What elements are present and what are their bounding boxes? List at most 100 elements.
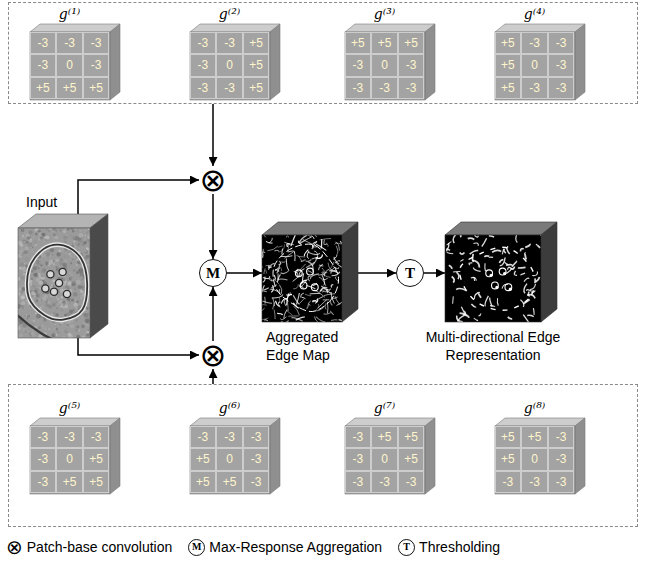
image-texture (262, 235, 342, 322)
face-fill (345, 426, 425, 494)
cube-front-face (30, 32, 110, 100)
kernel-weight: -3 (371, 471, 398, 494)
kernel-weight: +5 (495, 448, 522, 471)
kernel-weight: 0 (56, 448, 83, 471)
cube-front-face (190, 426, 270, 494)
kernel-weight: 0 (371, 54, 398, 77)
kernel-weight: +5 (371, 32, 398, 55)
kernel-weight: +5 (398, 32, 425, 55)
face-outline (495, 426, 575, 494)
kernel-weight: +5 (56, 471, 83, 494)
face-fill (445, 235, 541, 322)
cube-front-face (495, 426, 575, 494)
kernel-weight: -3 (521, 471, 548, 494)
kernel-weight: -3 (243, 471, 270, 494)
kernel-name: g⁽³⁾ (374, 6, 395, 22)
kernel-weight: -3 (345, 426, 372, 449)
kernel-weight: +5 (495, 77, 522, 100)
cube-top-face (190, 24, 280, 32)
kernel-weight: -3 (30, 32, 57, 55)
image-volume: Multi-directional Edge Representation (445, 222, 557, 322)
kernel-cube: g⁽⁵⁾-3-3-3-30+5-3+5+5 (30, 418, 120, 494)
flow-arrow (78, 338, 199, 355)
kernel-grid: -3-3-3-30+5-3+5+5 (30, 426, 110, 494)
kernel-weight: +5 (398, 426, 425, 449)
kernel-weight: -3 (30, 426, 57, 449)
cube-top-face (345, 24, 435, 32)
kernel-weight: -3 (345, 471, 372, 494)
image-volume: Aggregated Edge Map (262, 222, 358, 322)
kernel-name: g⁽⁸⁾ (524, 400, 545, 416)
kernel-label-holder: g⁽²⁾ (190, 5, 270, 23)
image-label-holder: Input (26, 193, 86, 211)
kernel-cube: g⁽⁴⁾+5-3-3+50-3+5-3-3 (495, 24, 585, 100)
legend-symbol: T (403, 542, 410, 552)
kernel-weight: -3 (371, 77, 398, 100)
kernel-weight: -3 (56, 426, 83, 449)
kernel-weight: -3 (548, 32, 575, 55)
kernel-name: g⁽⁵⁾ (59, 400, 80, 416)
kernel-grid: -3-3-3-30-3+5+5+5 (30, 32, 110, 100)
kernel-name: g⁽⁷⁾ (374, 400, 395, 416)
cube-top-face (495, 24, 585, 32)
kernel-weight: -3 (548, 426, 575, 449)
kernel-grid: -3-3+5-30+5-3-3+5 (190, 32, 270, 100)
kernel-label-holder: g⁽⁷⁾ (345, 399, 425, 417)
face-outline (345, 426, 425, 494)
kernel-name: g⁽¹⁾ (59, 6, 80, 22)
kernel-cube: g⁽⁷⁾-3+5+5-30+5-3-3-3 (345, 418, 435, 494)
cube-side-face (270, 24, 280, 100)
legend-symbol: ⊗ (6, 537, 23, 557)
kernel-name: g⁽⁴⁾ (524, 6, 545, 22)
face-fill (30, 32, 110, 100)
kernel-weight: 0 (371, 448, 398, 471)
kernel-weight: 0 (216, 448, 243, 471)
kernel-weight: +5 (495, 426, 522, 449)
kernel-cube: g⁽¹⁾-3-3-3-30-3+5+5+5 (30, 24, 120, 100)
face-fill (495, 32, 575, 100)
kernel-weight: +5 (345, 32, 372, 55)
kernel-weight: +5 (521, 426, 548, 449)
operator-letter: M (206, 266, 220, 281)
kernel-label-holder: g⁽⁴⁾ (495, 5, 575, 23)
cube-side-face (90, 214, 108, 338)
kernel-grid: -3+5+5-30+5-3-3-3 (345, 426, 425, 494)
cube-top-face (190, 418, 280, 426)
kernel-name: g⁽⁶⁾ (219, 400, 240, 416)
kernel-weight: -3 (83, 32, 110, 55)
kernel-weight: +5 (495, 54, 522, 77)
cube-front-face (345, 426, 425, 494)
kernel-grid: +5+5-3+50-3-3-3-3 (495, 426, 575, 494)
cube-side-face (425, 418, 435, 494)
cube-top-face (345, 418, 435, 426)
operator-letter: T (405, 266, 415, 281)
face-outline (345, 32, 425, 100)
kernel-cube: g⁽³⁾+5+5+5-30-3-3-3-3 (345, 24, 435, 100)
face-fill (262, 235, 342, 322)
cube-side-face (425, 24, 435, 100)
cube-shape (18, 214, 108, 338)
flow-arrow (212, 194, 214, 259)
cube-shape (262, 222, 358, 322)
kernel-weight: -3 (30, 448, 57, 471)
kernel-weight: +5 (190, 448, 217, 471)
kernel-weight: -3 (216, 77, 243, 100)
kernel-weight: -3 (398, 77, 425, 100)
cube-side-face (342, 222, 358, 322)
cube-side-face (110, 24, 120, 100)
cube-front-face (18, 228, 90, 338)
image-texture (18, 228, 90, 338)
kernel-weight: +5 (371, 426, 398, 449)
legend-item: ⊗Patch-base convolution (6, 537, 172, 557)
kernel-weight: +5 (495, 32, 522, 55)
face-fill (345, 32, 425, 100)
kernel-cube: g⁽⁸⁾+5+5-3+50-3-3-3-3 (495, 418, 585, 494)
kernel-weight: 0 (521, 448, 548, 471)
kernel-label-holder: g⁽⁶⁾ (190, 399, 270, 417)
image-label-holder: Multi-directional Edge Representation (418, 328, 568, 364)
flow-arrow (212, 104, 214, 166)
kernel-grid: -3-3-3+50-3+5+5-3 (190, 426, 270, 494)
flow-arrow (227, 272, 262, 274)
kernel-weight: +5 (216, 471, 243, 494)
kernel-weight: -3 (83, 54, 110, 77)
